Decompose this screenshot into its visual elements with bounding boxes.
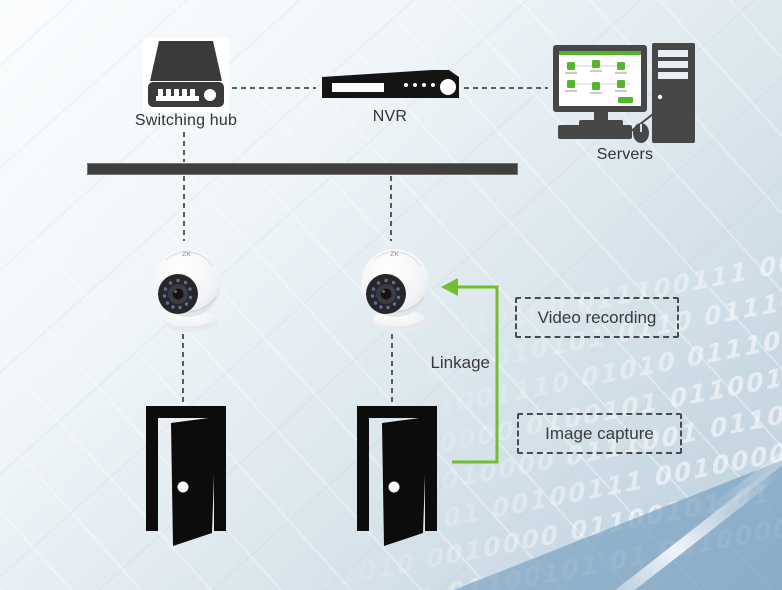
image-capture-box: Image capture — [517, 413, 682, 454]
switching-hub-icon — [143, 38, 229, 112]
video-recording-box: Video recording — [515, 297, 679, 338]
servers-label: Servers — [596, 146, 654, 163]
dome-camera1-icon: ZK — [153, 249, 221, 332]
camera-brand-logo: ZK — [182, 250, 191, 258]
video-recording-label: Video recording — [537, 307, 657, 327]
nvr-label: NVR — [372, 108, 408, 125]
nvr-icon — [322, 70, 459, 98]
dome-camera2-icon: ZK — [361, 249, 429, 332]
switching-hub-label: Switching hub — [134, 112, 238, 129]
linkage-path — [452, 285, 499, 464]
door2-icon — [357, 406, 437, 546]
servers-icon — [553, 43, 695, 143]
door1-icon — [146, 406, 226, 546]
network-bus-bar — [87, 163, 518, 175]
image-capture-label: Image capture — [545, 423, 654, 443]
linkage-arrow-icon — [441, 278, 458, 296]
linkage-label: Linkage — [430, 353, 490, 372]
camera-brand-logo: ZK — [390, 250, 399, 258]
